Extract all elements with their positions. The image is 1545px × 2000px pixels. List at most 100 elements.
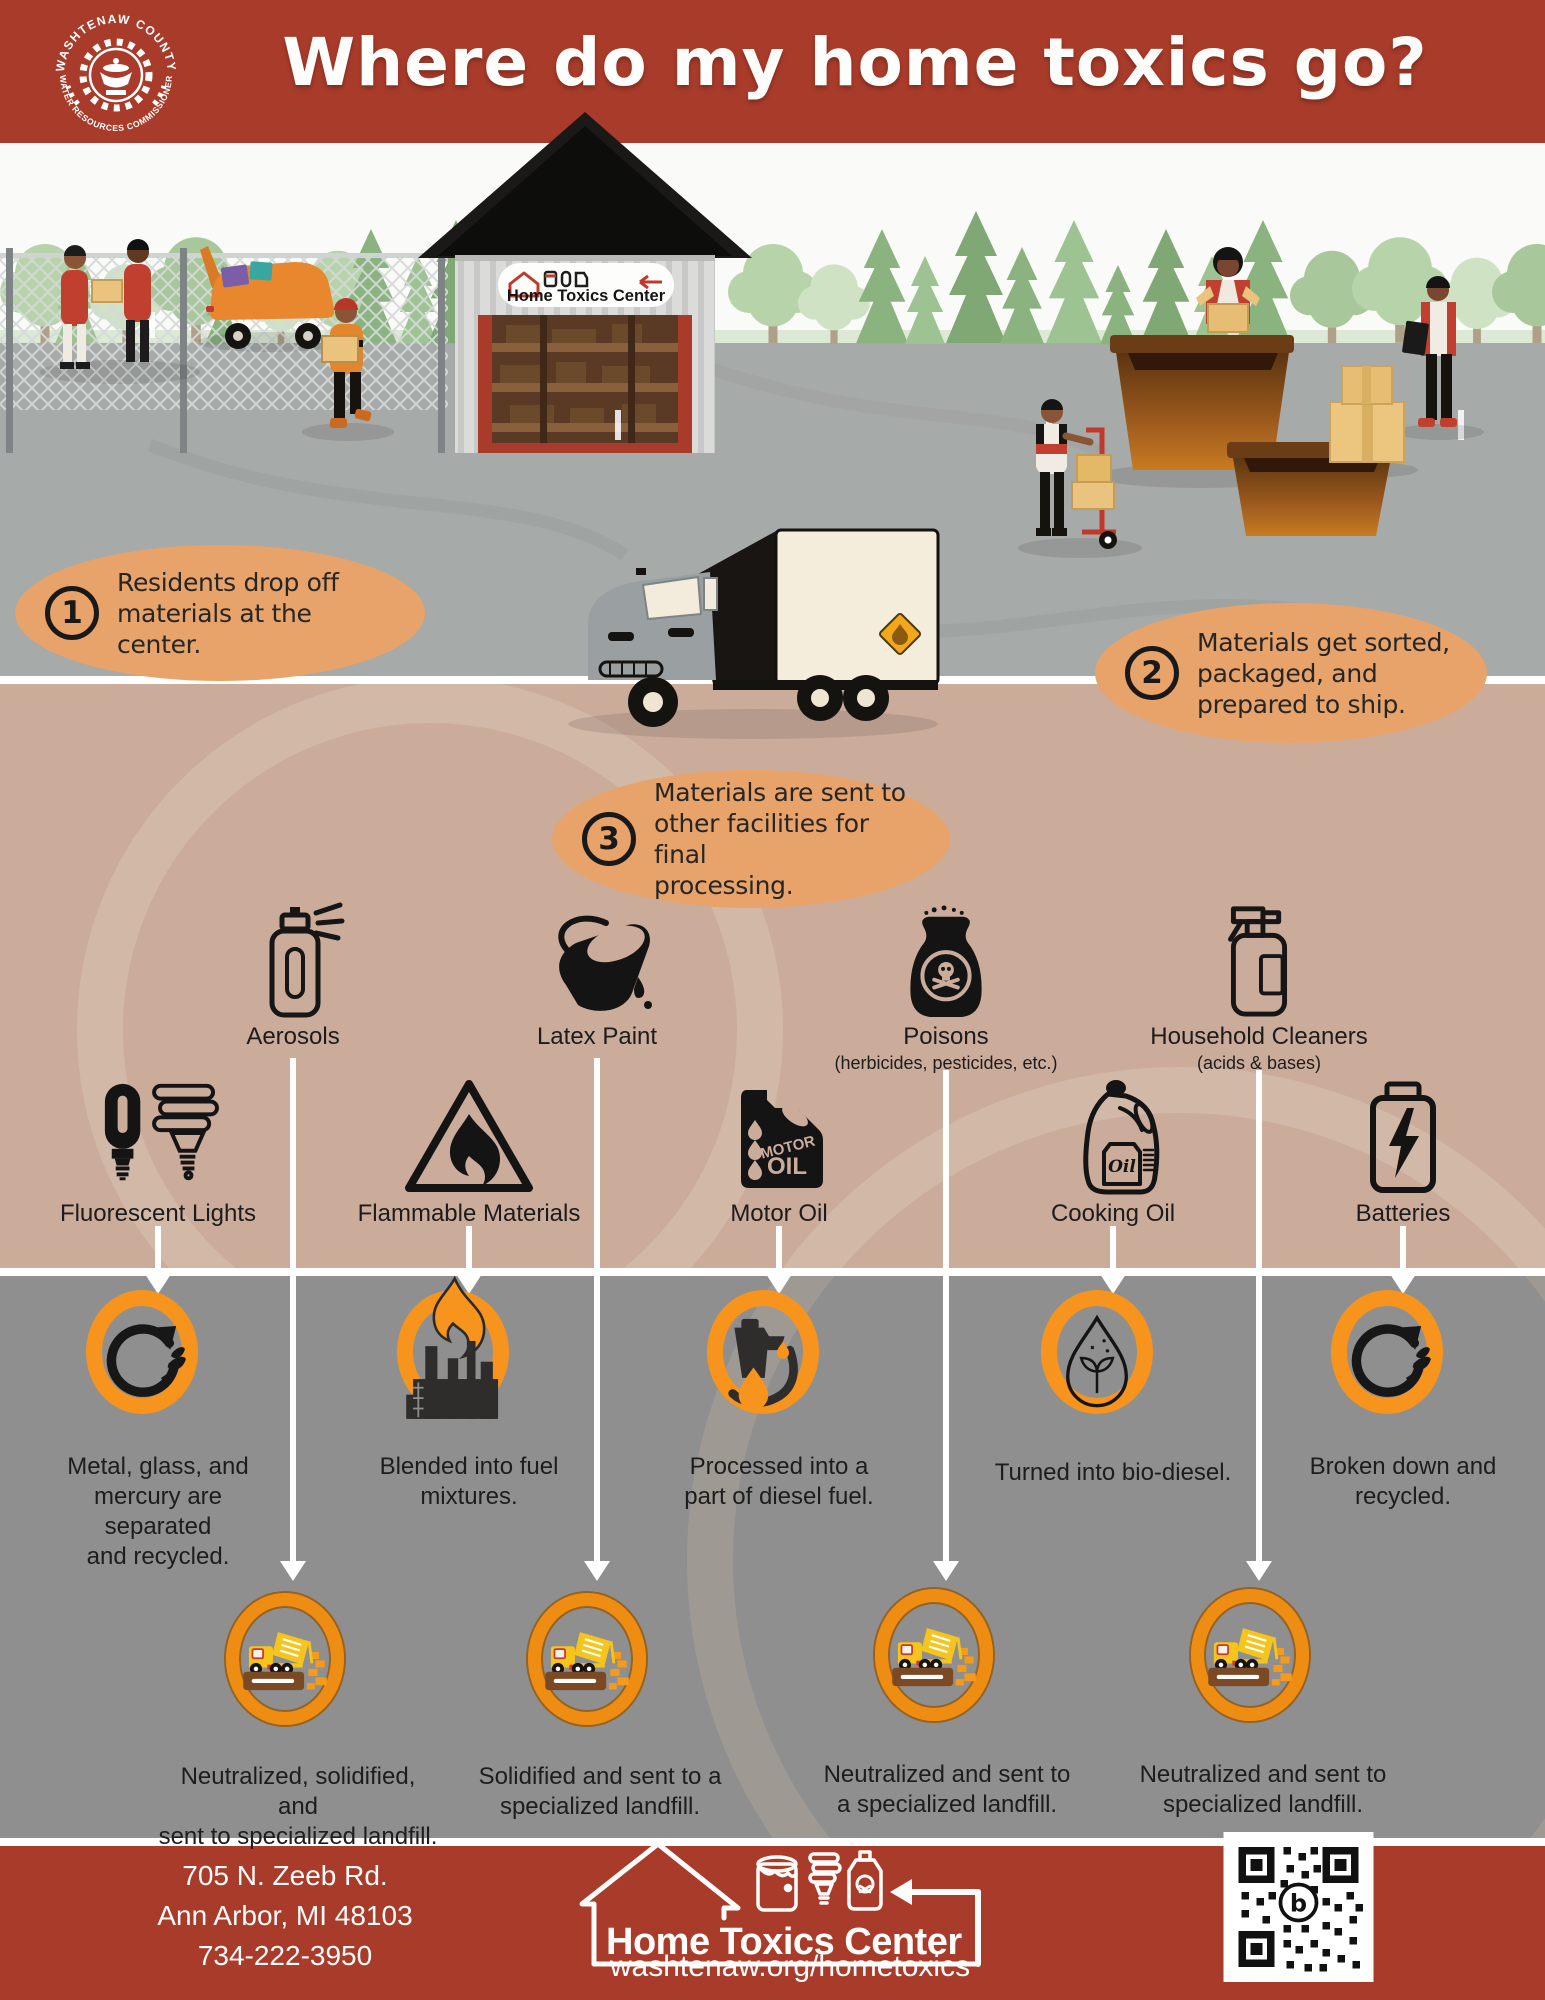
divider-tan-gray — [0, 1268, 1545, 1276]
material-motor-oil: MOTOR OIL Motor Oil — [659, 1070, 899, 1228]
arrow-down-icon — [766, 1274, 792, 1294]
outcome-poisons: Neutralized and sent to a specialized la… — [823, 1761, 1071, 1818]
step-3-number: 3 — [582, 812, 636, 866]
county-seal-logo: WASHTENAW COUNTY WATER RESOURCES COMMISS… — [53, 12, 178, 133]
step-3-text: Materials are sent to other facilities f… — [654, 778, 906, 900]
biodiesel-droplet-icon — [1066, 1314, 1128, 1408]
paint-bucket-icon — [756, 1855, 798, 1912]
step-3-bubble: 3 Materials are sent to other facilities… — [552, 770, 950, 908]
arrow-down-icon — [280, 1561, 306, 1581]
material-label: Batteries — [1355, 1200, 1451, 1227]
arrow-down-icon — [584, 1561, 610, 1581]
outcome-aerosols: Neutralized, solidified, and sent to spe… — [158, 1763, 438, 1850]
worker-sorting-box — [1196, 247, 1260, 333]
footer-address: 705 N. Zeeb Rd. Ann Arbor, MI 48103 734-… — [95, 1856, 475, 1976]
connector-line — [466, 1226, 472, 1278]
connector-line — [943, 1070, 949, 1563]
material-poisons: Poisons (herbicides, pesticides, etc.) — [796, 893, 1096, 1074]
material-sublabel: (acids & bases) — [1196, 1053, 1322, 1073]
header-band — [0, 0, 1545, 143]
step-2-bubble: 2 Materials get sorted, packaged, and pr… — [1095, 603, 1487, 743]
process-circle-biodiesel — [1041, 1290, 1153, 1414]
material-label: Fluorescent Lights — [59, 1200, 257, 1227]
address-line-2: Ann Arbor, MI 48103 — [157, 1900, 413, 1931]
residents-with-box — [60, 239, 151, 369]
material-label: Household Cleaners — [1150, 1023, 1368, 1050]
arrow-down-icon — [145, 1274, 171, 1294]
step-2-text: Materials get sorted, packaged, and prep… — [1197, 627, 1450, 719]
material-batteries: Batteries — [1283, 1070, 1523, 1228]
outcome-flammable: Blended into fuel mixtures. — [379, 1453, 559, 1510]
landfill-dump-truck-icon — [541, 1615, 633, 1703]
step-1-text: Residents drop off materials at the cent… — [117, 567, 339, 659]
connector-line — [1110, 1226, 1116, 1278]
arrow-head — [890, 1879, 912, 1905]
process-circle-diesel — [707, 1290, 819, 1414]
step-1-number: 1 — [45, 586, 99, 640]
connector-line — [1400, 1226, 1406, 1278]
svg-text:Oil: Oil — [1108, 1157, 1136, 1177]
home-toxics-center-building: Home Toxics Center — [418, 112, 752, 453]
process-circle-recycle — [86, 1290, 198, 1414]
fuel-nozzle-drop-icon — [728, 1318, 798, 1410]
outcome-batteries: Broken down and recycled. — [1309, 1453, 1497, 1510]
material-fluorescent-lights: Fluorescent Lights — [38, 1070, 278, 1228]
svg-text:OIL: OIL — [767, 1153, 807, 1180]
page-title: Where do my home toxics go? — [282, 24, 1428, 101]
landfill-circle-poisons — [875, 1589, 993, 1721]
step-2-number: 2 — [1125, 646, 1179, 700]
process-circle-fuel-blend — [397, 1275, 509, 1419]
outcome-cooking-oil: Turned into bio-diesel. — [994, 1459, 1232, 1486]
aerosol-can-icon — [269, 902, 345, 1018]
landfill-circle-latex — [528, 1593, 646, 1725]
landfill-dump-truck-icon — [1204, 1611, 1296, 1699]
landfill-dump-truck-icon — [888, 1611, 980, 1699]
arrow-down-icon — [1390, 1274, 1416, 1294]
poison-sack-icon — [910, 905, 982, 1018]
arrow-down-icon — [933, 1561, 959, 1581]
arrow-down-icon — [456, 1274, 482, 1294]
connector-line — [290, 1058, 296, 1563]
connector-line — [594, 1058, 600, 1563]
arrow-down-icon — [1100, 1274, 1126, 1294]
outcome-latex: Solidified and sent to a specialized lan… — [478, 1763, 722, 1820]
material-sublabel: (herbicides, pesticides, etc.) — [834, 1053, 1058, 1073]
step-1-bubble: 1 Residents drop off materials at the ce… — [15, 545, 425, 681]
recycle-leaf-icon — [95, 1314, 189, 1408]
arrow-down-icon — [1246, 1561, 1272, 1581]
home-toxics-center-logo: Home Toxics Center — [579, 1841, 981, 1967]
material-label: Cooking Oil — [1050, 1200, 1176, 1227]
material-latex-paint: Latex Paint — [477, 893, 717, 1051]
material-label: Flammable Materials — [357, 1200, 581, 1227]
dumpster-bin-left — [1110, 335, 1294, 470]
stacked-boxes — [1329, 365, 1405, 463]
material-cooking-oil: Oil Cooking Oil — [993, 1070, 1233, 1228]
hazmat-box-truck — [568, 528, 940, 739]
arrow-left-icon — [907, 1889, 981, 1967]
landfill-circle-aerosols — [226, 1593, 344, 1725]
battery-icon — [1370, 1081, 1436, 1193]
building-sign-label: Home Toxics Center — [507, 287, 666, 305]
material-label: Aerosols — [246, 1023, 340, 1050]
paint-bucket-icon — [558, 915, 652, 1011]
material-label: Latex Paint — [536, 1023, 658, 1050]
connector-line — [776, 1226, 782, 1278]
footer-phone: 734-222-3950 — [197, 1940, 373, 1971]
spray-bottle-icon — [1228, 906, 1288, 1017]
car-open-trunk — [200, 246, 335, 349]
refinery-flame-icon — [406, 1275, 499, 1419]
material-household-cleaners: Household Cleaners (acids & bases) — [1119, 893, 1399, 1074]
outcome-motor-oil: Processed into a part of diesel fuel. — [684, 1453, 874, 1510]
connector-line — [155, 1226, 161, 1278]
cfl-bulb-icon — [808, 1852, 842, 1905]
cooking-oil-bottle-icon: Oil — [1083, 1080, 1160, 1195]
material-label: Motor Oil — [730, 1200, 828, 1227]
material-aerosols: Aerosols — [173, 893, 413, 1051]
footer-url-link[interactable]: washtenaw.org/hometoxics — [609, 1950, 971, 1983]
material-label: Poisons — [903, 1023, 989, 1050]
poison-bottle-icon — [847, 1850, 883, 1911]
qr-code: b — [1223, 1832, 1374, 1982]
connector-line — [1256, 1070, 1262, 1563]
flammable-triangle-icon — [405, 1080, 533, 1192]
